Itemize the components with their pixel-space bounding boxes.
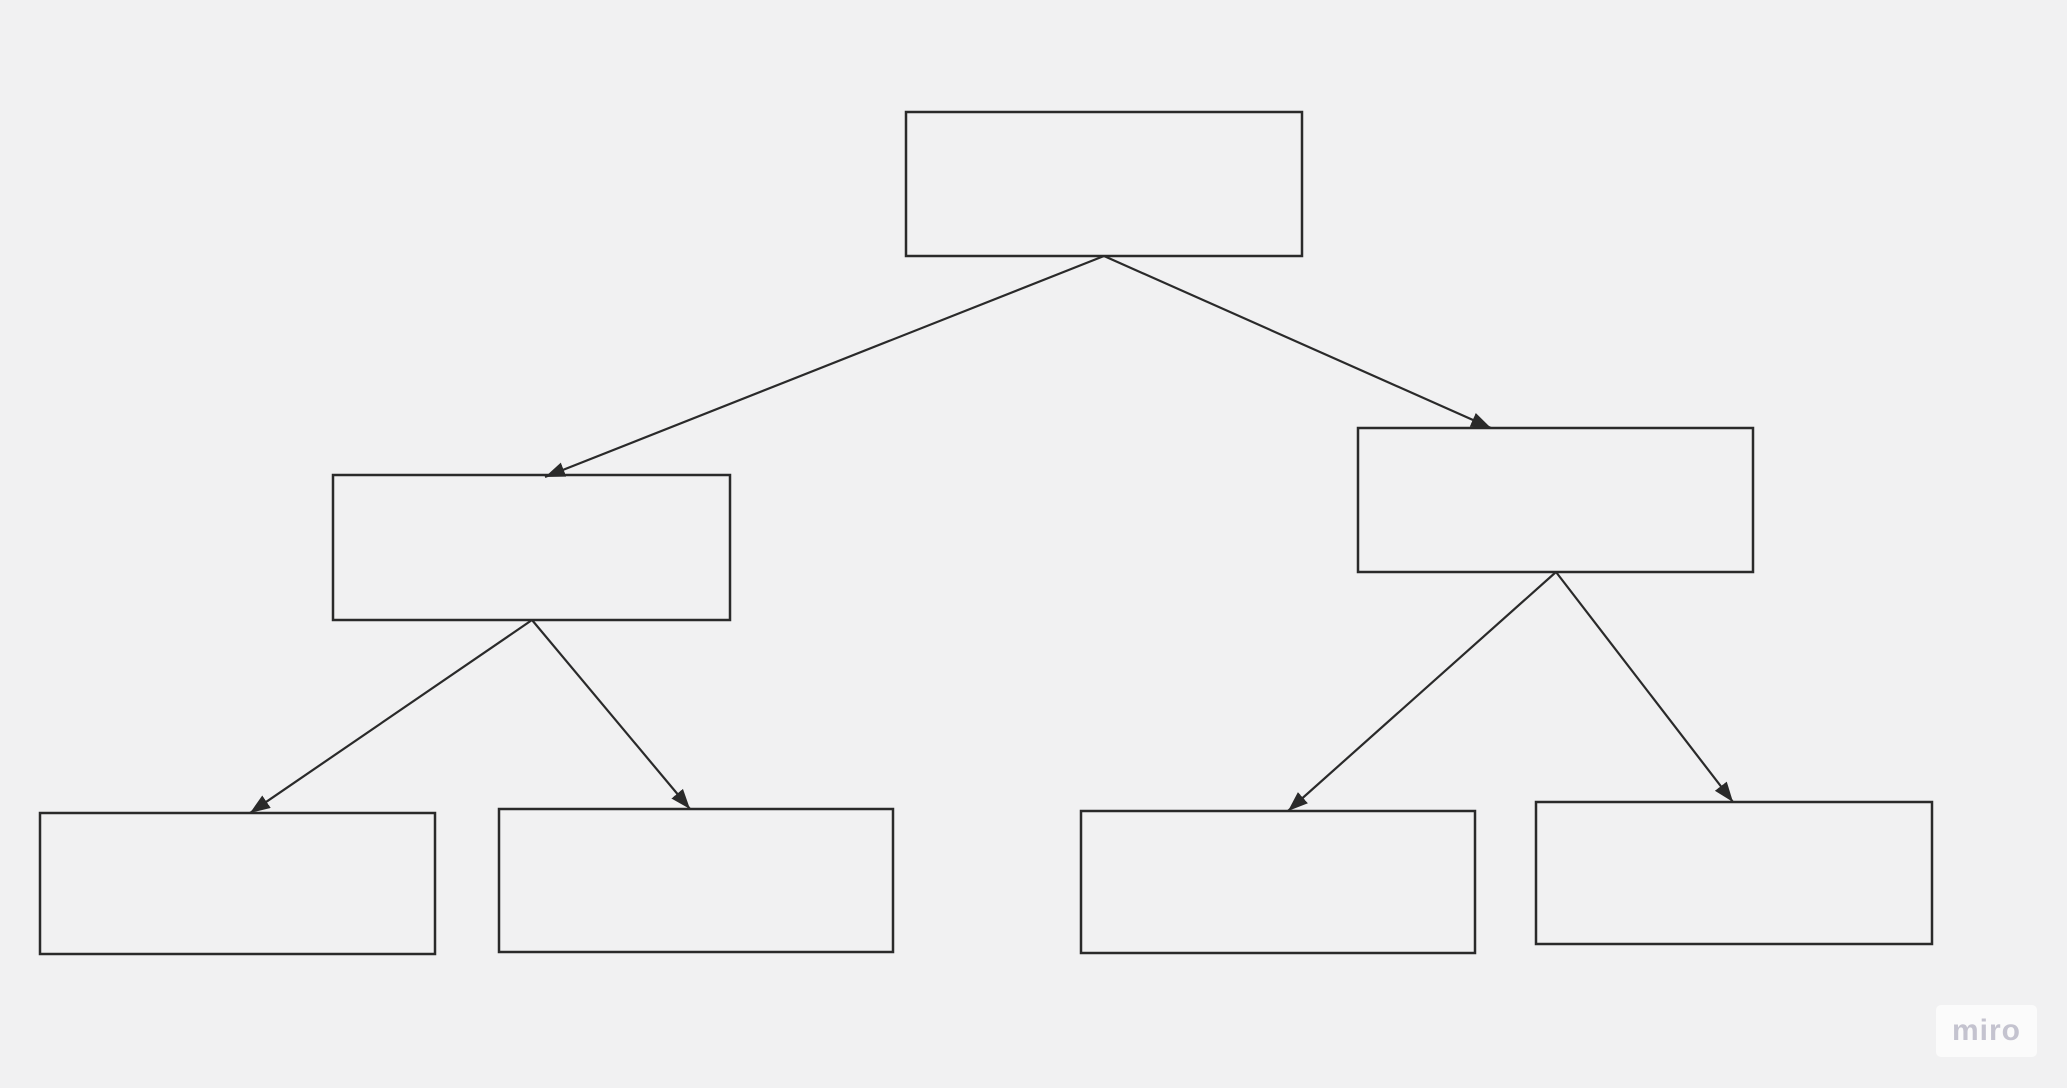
connector-branch-right-to-leaf-4[interactable] <box>1555 571 1734 803</box>
shape-leaf-3[interactable] <box>1079 809 1477 955</box>
miro-watermark-label: miro <box>1951 1014 2021 1047</box>
connectors-layer <box>249 254 1734 814</box>
shape-branch-left[interactable] <box>331 473 732 622</box>
miro-watermark-badge[interactable]: miro <box>1936 1005 2037 1057</box>
connector-branch-right-to-leaf-3[interactable] <box>1287 571 1557 812</box>
shape-leaf-4[interactable] <box>1534 800 1934 946</box>
connector-root-to-branch-right[interactable] <box>1103 254 1492 430</box>
shapes-layer <box>38 110 1934 956</box>
shape-branch-right[interactable] <box>1356 426 1755 574</box>
shape-root[interactable] <box>904 110 1304 258</box>
shape-leaf-2[interactable] <box>497 807 895 954</box>
connector-branch-left-to-leaf-1[interactable] <box>249 619 533 814</box>
connector-root-to-branch-left[interactable] <box>544 254 1105 479</box>
shape-leaf-1[interactable] <box>38 811 437 956</box>
connector-branch-left-to-leaf-2[interactable] <box>531 619 691 810</box>
